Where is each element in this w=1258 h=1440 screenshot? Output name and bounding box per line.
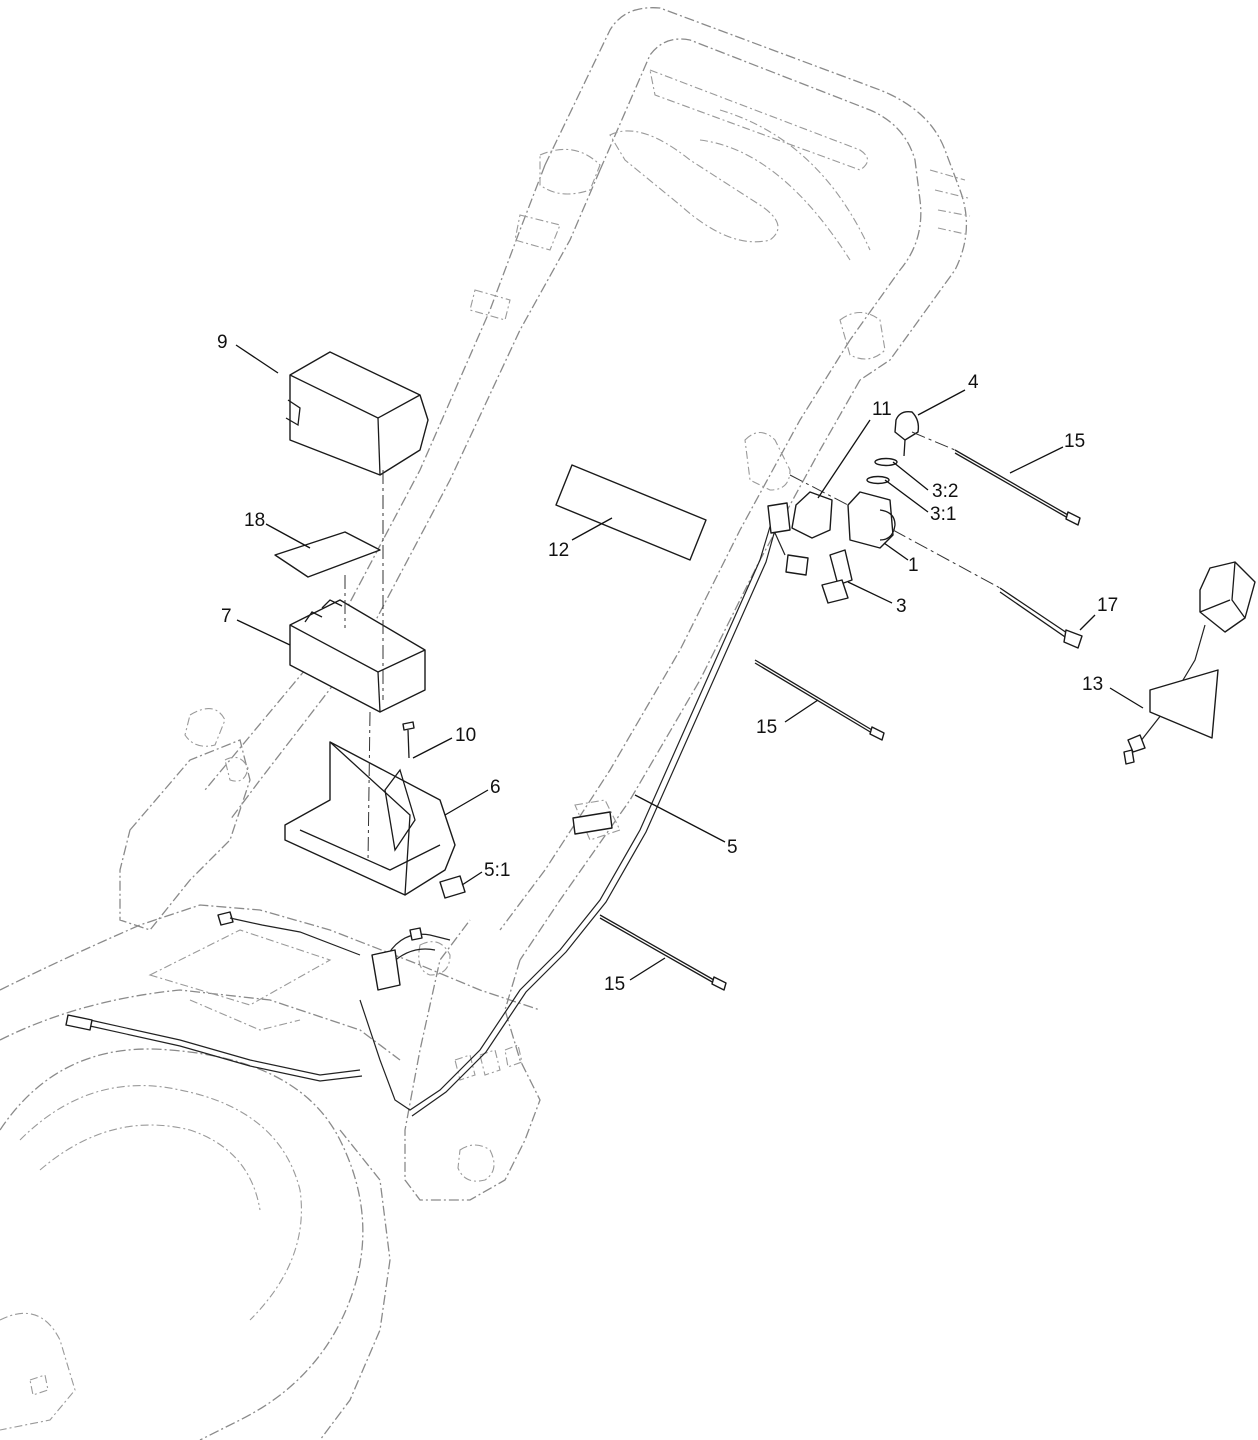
callout-18: 18 [244,510,265,531]
callout-5-1: 5:1 [484,860,510,881]
callout-11: 11 [872,399,892,420]
leader-lines [235,344,1144,981]
ghost-mower-frame [0,7,971,1440]
washers [866,457,898,485]
battery-charger [1123,561,1256,765]
assembly-center-lines [344,431,1001,863]
callout-15-upper: 15 [1064,431,1085,452]
callout-13: 13 [1082,674,1103,695]
switch-cover [791,491,833,539]
cable-tie-upper [954,449,1081,526]
ignition-key [894,410,920,457]
callout-5: 5 [727,837,738,858]
callout-12: 12 [548,540,569,561]
callout-9: 9 [217,332,228,353]
handle-decal [555,464,707,561]
battery-cover [285,351,429,476]
key-switch [821,549,853,604]
callout-15-lower: 15 [604,974,625,995]
ignition-switch-housing [847,491,896,549]
callout-17: 17 [1097,595,1118,616]
battery-decal [274,531,381,578]
callout-3-1: 3:1 [930,504,956,525]
wire-harness [65,502,809,1117]
screw [402,721,415,759]
callout-7: 7 [221,606,232,627]
callout-1: 1 [908,555,919,576]
callout-15-middle: 15 [756,717,777,738]
callout-3: 3 [896,596,907,617]
callout-6: 6 [490,777,501,798]
bolt [999,587,1083,649]
cable-tie-middle [754,659,885,741]
cable-tie-lower [599,914,727,991]
callout-4: 4 [968,372,979,393]
callout-labels: 9 18 7 10 6 5:1 12 11 4 15 3:2 3:1 1 3 1… [217,332,1118,995]
battery-tray [284,741,466,899]
callout-3-2: 3:2 [932,481,958,502]
battery [289,599,426,713]
callout-10: 10 [455,725,476,746]
